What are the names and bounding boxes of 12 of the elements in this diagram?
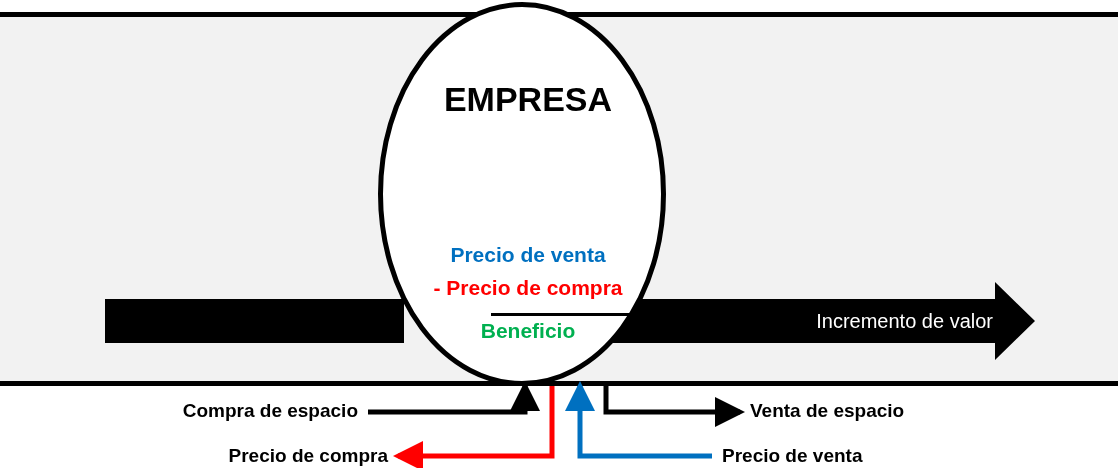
flow-label: Precio de compra xyxy=(160,445,388,467)
arrow-label: Incremento de valor xyxy=(816,309,993,333)
flow-label: Compra de espacio xyxy=(120,400,358,424)
arrow xyxy=(603,386,745,427)
formula-line: Precio de venta xyxy=(449,242,607,268)
formula-line: - Precio de compra xyxy=(432,275,624,301)
flow-label: Venta de espacio xyxy=(750,400,970,424)
flow-label: Precio de venta xyxy=(722,445,942,467)
formula-line: Beneficio xyxy=(479,318,577,344)
circle-title: EMPRESA xyxy=(442,79,614,120)
arrow xyxy=(565,381,712,459)
arrow xyxy=(393,386,555,468)
